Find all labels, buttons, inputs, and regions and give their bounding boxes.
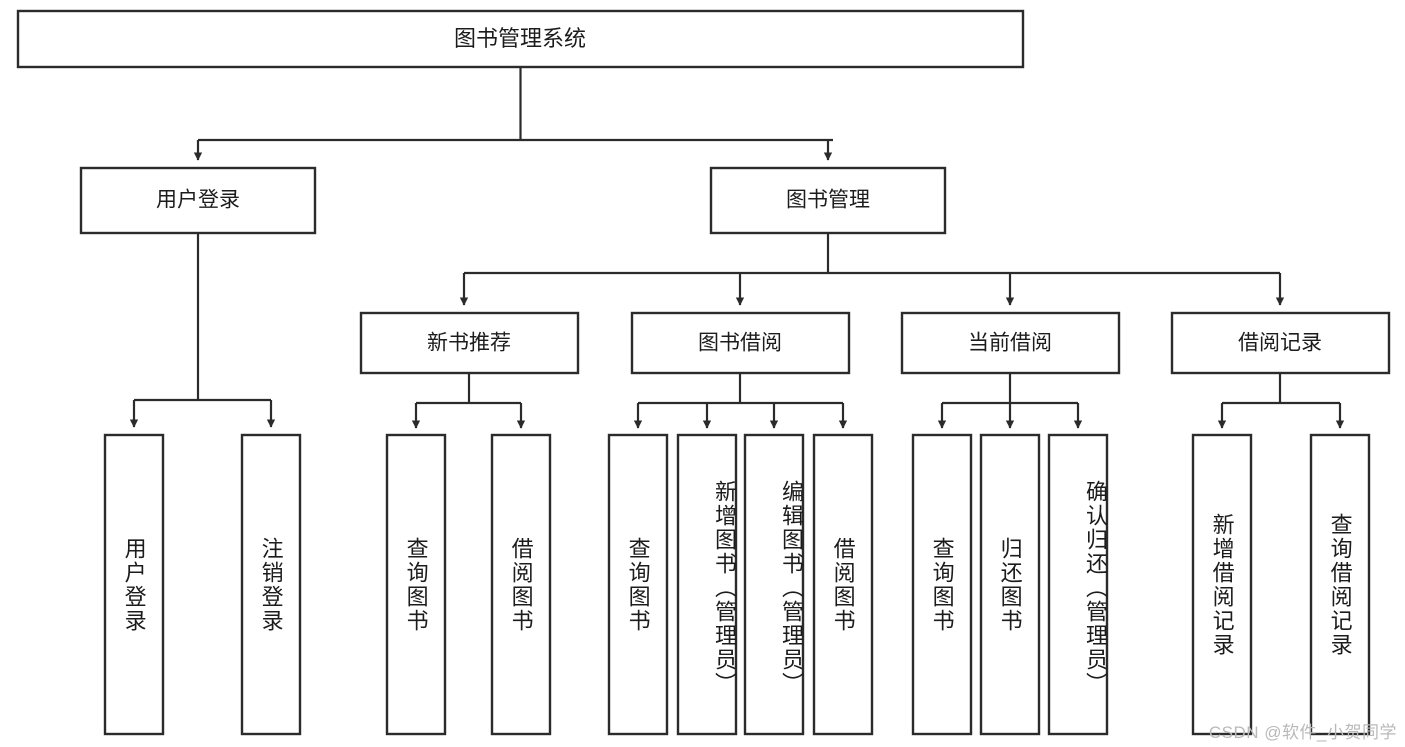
node-borrow-record-label: 借阅记录	[1238, 332, 1322, 355]
node-borrow-record[interactable]: 借阅记录	[1170, 311, 1391, 375]
edges-book-manage-to-level3	[459, 233, 1285, 306]
leaf-box-cb-return-book[interactable]	[979, 433, 1041, 736]
edges-user-login-to-leaves	[129, 233, 276, 428]
node-borrow-record-box[interactable]	[1170, 311, 1391, 375]
leaf-box-user-login[interactable]	[103, 433, 165, 736]
leaf-box-bb-edit-book[interactable]	[743, 433, 805, 736]
node-new-book-recommend-label: 新书推荐	[427, 332, 511, 355]
node-book-borrow-box[interactable]	[630, 311, 851, 375]
node-current-borrow[interactable]: 当前借阅	[900, 311, 1121, 375]
node-user-login[interactable]: 用户登录	[79, 166, 317, 235]
leaf-box-br-query-record[interactable]	[1309, 433, 1371, 736]
node-user-login-label: 用户登录	[156, 189, 240, 212]
node-user-login-box[interactable]	[79, 166, 317, 235]
node-root-box[interactable]	[16, 9, 1025, 69]
leaf-boxes-new-book-recommend	[385, 433, 552, 736]
leaf-boxes-current-borrow	[911, 433, 1109, 736]
edges-new-book-recommend-to-leaves	[411, 373, 526, 429]
leaf-box-cb-query-book[interactable]	[911, 433, 973, 736]
leaf-box-br-add-record[interactable]	[1191, 433, 1253, 736]
node-new-book-recommend[interactable]: 新书推荐	[359, 311, 580, 375]
edges-borrow-record-to-leaves	[1217, 373, 1345, 429]
node-root[interactable]: 图书管理系统	[16, 9, 1025, 69]
node-book-manage-label: 图书管理	[786, 189, 870, 212]
leaf-boxes-user-login	[103, 433, 302, 736]
edges-book-borrow-to-leaves	[633, 373, 848, 429]
leaf-boxes-borrow-record	[1191, 433, 1371, 736]
edges-root-to-level2	[193, 67, 833, 161]
node-book-manage-box[interactable]	[709, 166, 947, 235]
node-new-book-recommend-box[interactable]	[359, 311, 580, 375]
node-current-borrow-box[interactable]	[900, 311, 1121, 375]
edges-current-borrow-to-leaves	[937, 373, 1083, 429]
leaf-box-logout[interactable]	[240, 433, 302, 736]
leaf-box-bb-query-book[interactable]	[607, 433, 669, 736]
node-current-borrow-label: 当前借阅	[968, 332, 1052, 355]
leaf-box-cb-confirm-return[interactable]	[1047, 433, 1109, 736]
node-book-manage[interactable]: 图书管理	[709, 166, 947, 235]
node-root-label: 图书管理系统	[454, 26, 586, 51]
node-book-borrow[interactable]: 图书借阅	[630, 311, 851, 375]
leaf-box-bb-borrow-book[interactable]	[812, 433, 874, 736]
leaf-box-nbr-borrow-book[interactable]	[490, 433, 552, 736]
leaf-boxes-book-borrow	[607, 433, 874, 736]
csdn-watermark: CSDN @软件_小贺同学	[1208, 723, 1397, 742]
leaf-box-nbr-query-book[interactable]	[385, 433, 447, 736]
leaf-box-bb-add-book[interactable]	[676, 433, 738, 736]
node-book-borrow-label: 图书借阅	[698, 332, 782, 355]
